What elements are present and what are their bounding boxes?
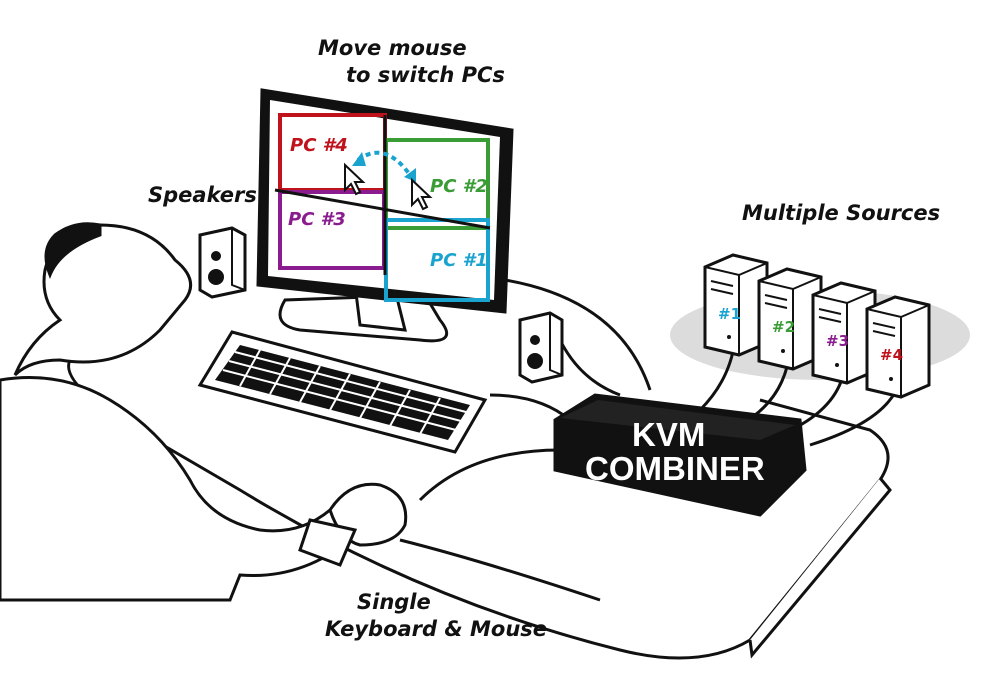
source-3-label: #3 <box>826 332 850 350</box>
source-tower-4 <box>865 295 931 399</box>
kvm-box <box>553 393 807 517</box>
screen-quadrants <box>274 113 491 302</box>
source-towers <box>703 253 931 399</box>
single-label: Single <box>357 590 431 614</box>
combiner-label: COMBINER <box>585 450 765 487</box>
pc3-label: PC #3 <box>288 209 346 230</box>
source-1-label: #1 <box>718 305 742 323</box>
move-mouse-label-line2: to switch PCs <box>346 63 505 87</box>
cursor-icon-2 <box>411 177 433 211</box>
switch-arrow <box>352 150 416 182</box>
cursor-icon <box>344 162 366 196</box>
move-mouse-label: Move mouse <box>318 36 467 60</box>
source-tower-2 <box>757 267 823 371</box>
source-4-label: #4 <box>880 346 904 364</box>
source-tower-3 <box>811 281 877 385</box>
keyboard <box>197 330 488 454</box>
speakers-label: Speakers <box>148 183 257 207</box>
speaker-left <box>198 226 247 299</box>
source-2-label: #2 <box>772 318 796 336</box>
pc1-label: PC #1 <box>430 250 488 271</box>
kvm-label: KVM <box>632 416 706 453</box>
pc4-label: PC #4 <box>290 135 348 156</box>
multiple-sources-label: Multiple Sources <box>742 201 941 225</box>
pc2-label: PC #2 <box>430 176 488 197</box>
person <box>0 222 408 602</box>
speaker-right <box>518 311 564 384</box>
keyboard-mouse-label: Keyboard & Mouse <box>325 617 548 641</box>
